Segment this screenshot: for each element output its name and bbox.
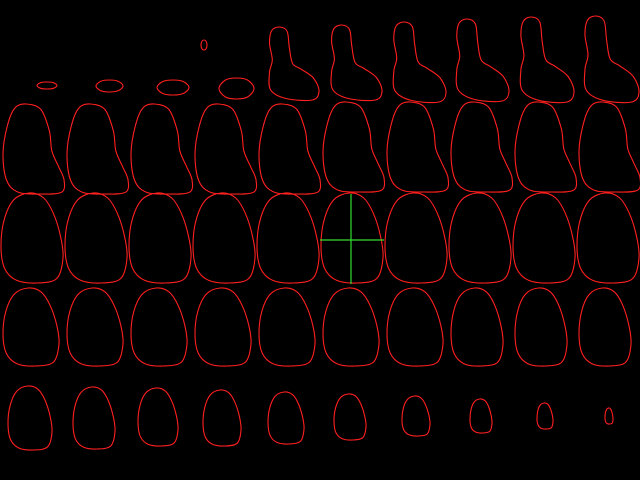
contour-r5-c6	[333, 393, 367, 441]
contour-r4-c8	[450, 287, 504, 367]
contour-r1-c5	[268, 26, 320, 102]
contour-r1-c9	[519, 16, 575, 104]
contour-r4-c1	[2, 287, 60, 367]
contour-r2-c3	[130, 103, 194, 195]
contour-r4-c6	[322, 287, 380, 367]
contour-r1-c1	[36, 81, 58, 90]
contour-r2-c1	[2, 103, 66, 195]
contour-r2-c2	[66, 103, 130, 195]
contour-r3-c2	[64, 192, 128, 284]
contour-r5-c4	[202, 389, 242, 447]
contour-r3-c4	[192, 192, 256, 284]
contour-layer	[0, 15, 640, 451]
contour-r1-c2	[95, 79, 124, 93]
contour-r4-c7	[386, 287, 444, 367]
contour-r5-c1	[7, 385, 53, 451]
contour-r5-c10	[604, 407, 614, 425]
contour-r3-c10	[576, 192, 640, 284]
contour-r3-c9	[512, 192, 576, 284]
contour-r4-c3	[130, 287, 188, 367]
contour-r5-c2	[72, 386, 116, 450]
contour-r3-c5	[256, 192, 320, 284]
contour-r2-c4	[194, 103, 258, 195]
contour-r4-c2	[66, 287, 124, 367]
contour-r3-c3	[128, 192, 192, 284]
contour-r1-speck	[200, 39, 208, 51]
contour-r2-c5	[258, 103, 322, 195]
contour-r4-c10	[578, 287, 632, 367]
contour-r1-c7	[392, 21, 447, 104]
contour-r1-c4	[218, 77, 255, 100]
crosshair-icon[interactable]	[320, 194, 384, 284]
contour-r4-c4	[194, 287, 252, 367]
contour-r4-c5	[258, 287, 316, 367]
contour-r3-c6	[320, 192, 384, 284]
contour-r3-c1	[0, 192, 64, 284]
contour-r5-c5	[267, 391, 305, 445]
contour-r5-c8	[469, 398, 493, 434]
contour-r3-c7	[384, 192, 448, 284]
contour-r2-c9	[514, 101, 578, 193]
contour-r1-c6	[330, 24, 383, 102]
contour-r5-c9	[536, 402, 554, 430]
contour-r4-c9	[514, 287, 568, 367]
contour-r5-c7	[401, 395, 431, 437]
contour-r5-c3	[137, 387, 179, 447]
contour-r2-c7	[386, 101, 450, 193]
contour-r1-c3	[156, 79, 190, 96]
contour-r2-c6	[322, 101, 386, 193]
contour-r1-c8	[455, 18, 510, 103]
contour-r2-c8	[450, 101, 514, 193]
contour-r1-c10	[583, 15, 640, 104]
contour-r2-c10	[578, 101, 640, 193]
contour-r3-c8	[448, 192, 512, 284]
